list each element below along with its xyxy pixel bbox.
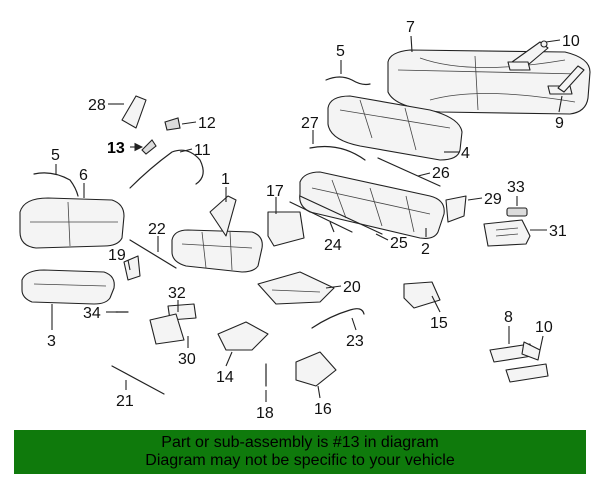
wire-harness-11 bbox=[129, 149, 204, 189]
callout-16: 16 bbox=[314, 401, 332, 418]
callout-14: 14 bbox=[216, 369, 234, 386]
cable-23 bbox=[311, 308, 365, 329]
seat-pan-20 bbox=[257, 271, 335, 305]
bracket-29 bbox=[445, 195, 467, 223]
exploded-parts-diagram: 28 12 13 11 5 6 1 7 10 9 27 4 26 17 29 3… bbox=[19, 19, 591, 422]
banner-line-2: Diagram may not be specific to your vehi… bbox=[145, 452, 455, 469]
callout-5-left: 5 bbox=[51, 147, 60, 164]
rod-22 bbox=[129, 239, 177, 269]
callout-21: 21 bbox=[116, 393, 134, 410]
callout-10-top: 10 bbox=[562, 33, 580, 50]
part-13-clip bbox=[141, 139, 157, 155]
callout-17: 17 bbox=[266, 183, 284, 200]
callout-7: 7 bbox=[406, 19, 415, 36]
bracket-17 bbox=[267, 211, 305, 247]
callout-13: 13 bbox=[107, 140, 125, 157]
callout-5-top: 5 bbox=[336, 43, 345, 60]
bracket-15 bbox=[403, 281, 441, 309]
rod-26 bbox=[377, 157, 441, 187]
callout-6: 6 bbox=[79, 167, 88, 184]
callout-10-bottom: 10 bbox=[535, 319, 553, 336]
callout-26: 26 bbox=[432, 165, 450, 182]
banner-line-1: Part or sub-assembly is #13 in diagram bbox=[161, 434, 439, 451]
callout-32: 32 bbox=[168, 285, 186, 302]
hinge-bracket-10-top bbox=[507, 40, 549, 71]
callout-3: 3 bbox=[47, 333, 56, 350]
callout-24: 24 bbox=[324, 237, 342, 254]
callout-27: 27 bbox=[301, 115, 319, 132]
callout-31: 31 bbox=[549, 223, 567, 240]
callout-15: 15 bbox=[430, 315, 448, 332]
callout-28: 28 bbox=[88, 97, 106, 114]
callout-30: 30 bbox=[178, 351, 196, 368]
seat-frame-2 bbox=[299, 171, 445, 239]
bracket-14 bbox=[217, 321, 269, 351]
bracket-30 bbox=[149, 313, 185, 345]
callout-12: 12 bbox=[198, 115, 216, 132]
leader-lines bbox=[51, 35, 563, 402]
hinge-bracket-9 bbox=[547, 65, 585, 95]
callout-8: 8 bbox=[504, 309, 513, 326]
callout-25: 25 bbox=[390, 235, 408, 252]
bracket-19 bbox=[123, 255, 141, 281]
callout-19: 19 bbox=[108, 247, 126, 264]
link-rod-21 bbox=[111, 365, 165, 395]
rail-24 bbox=[289, 201, 353, 233]
pad-28 bbox=[121, 95, 147, 129]
callout-29: 29 bbox=[484, 191, 502, 208]
cable-5-left bbox=[33, 172, 79, 197]
callout-2: 2 bbox=[421, 241, 430, 258]
latch-33 bbox=[506, 207, 528, 217]
bracket-16 bbox=[295, 351, 337, 387]
clip-12 bbox=[164, 117, 181, 131]
callout-labels: 28 12 13 11 5 6 1 7 10 9 27 4 26 17 29 3… bbox=[47, 19, 580, 422]
callout-18: 18 bbox=[256, 405, 274, 422]
rail-25 bbox=[299, 195, 383, 235]
rod-27 bbox=[309, 145, 366, 161]
hinge-8-10-bottom bbox=[489, 341, 549, 383]
callout-23: 23 bbox=[346, 333, 364, 350]
notice-banner: Part or sub-assembly is #13 in diagram D… bbox=[14, 430, 586, 474]
cover-31 bbox=[483, 219, 531, 247]
callout-20: 20 bbox=[343, 279, 361, 296]
seat-base-1 bbox=[171, 195, 263, 273]
cable-5-top bbox=[325, 76, 371, 86]
seat-back-assembly-7 bbox=[387, 49, 591, 115]
callout-33: 33 bbox=[507, 179, 525, 196]
seat-cushion-6 bbox=[19, 197, 125, 249]
callout-9: 9 bbox=[555, 115, 564, 132]
seat-base-3 bbox=[21, 269, 115, 305]
callout-11: 11 bbox=[194, 142, 211, 159]
callout-22: 22 bbox=[148, 221, 166, 238]
callout-4: 4 bbox=[461, 145, 470, 162]
callout-1: 1 bbox=[221, 171, 230, 188]
seat-cushion-4 bbox=[327, 95, 463, 161]
callout-34: 34 bbox=[83, 305, 101, 322]
